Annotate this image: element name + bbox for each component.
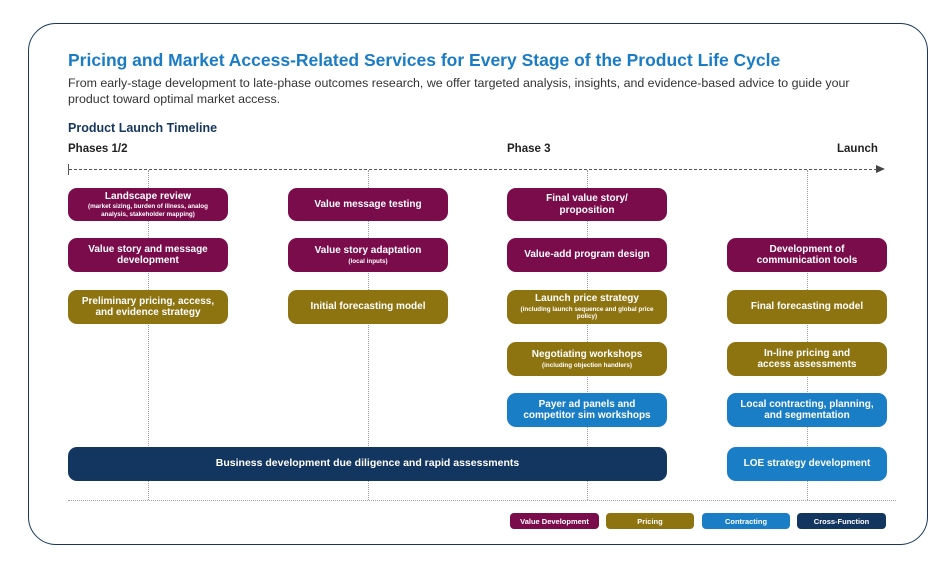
box-sublabel: (market sizing, burden of illness, analo…	[87, 203, 208, 218]
box-sublabel: (including objection handlers)	[542, 361, 632, 369]
diagram-frame	[28, 23, 928, 545]
box-label: Business development due diligence and r…	[215, 457, 520, 470]
negotiating-workshops-box: Negotiating workshops (including objecti…	[507, 342, 667, 376]
box-label: Landscape review	[104, 190, 192, 202]
box-label: Final value story/ proposition	[546, 193, 628, 216]
box-label: Value-add program design	[524, 249, 650, 261]
timeline-arrow-head-icon	[876, 165, 885, 173]
grid-line	[587, 170, 588, 500]
local-contracting-box: Local contracting, planning, and segment…	[727, 393, 887, 427]
legend-pricing: Pricing	[606, 513, 694, 529]
box-label: Value message testing	[314, 198, 422, 210]
value-story-message-dev-box: Value story and message development	[68, 238, 228, 272]
box-label: Payer ad panels and competitor sim works…	[523, 398, 651, 422]
box-label: Development of communication tools	[756, 243, 858, 267]
grid-line	[807, 170, 808, 500]
page-subtitle: From early-stage development to late-pha…	[68, 76, 850, 106]
value-story-adaptation-box: Value story adaptation (local inputs)	[288, 238, 448, 272]
box-label: In-line pricing and access assessments	[757, 347, 857, 371]
grid-line	[368, 170, 369, 500]
final-value-story-box: Final value story/ proposition	[507, 188, 667, 221]
box-label: Preliminary pricing, access, and evidenc…	[81, 295, 215, 319]
box-label: LOE strategy development	[743, 458, 871, 470]
box-label: Initial forecasting model	[310, 301, 426, 313]
timeline-title: Product Launch Timeline	[68, 121, 218, 135]
initial-forecasting-box: Initial forecasting model	[288, 290, 448, 324]
bottom-divider	[68, 500, 896, 501]
preliminary-pricing-box: Preliminary pricing, access, and evidenc…	[68, 290, 228, 324]
grid-line	[148, 170, 149, 500]
box-sublabel: (including launch sequence and global pr…	[520, 305, 654, 321]
value-message-testing-box: Value message testing	[288, 188, 448, 221]
timeline-arrow-line	[69, 169, 877, 170]
box-label: Value story adaptation	[314, 245, 422, 256]
legend-contracting: Contracting	[702, 513, 790, 529]
business-development-box: Business development due diligence and r…	[68, 447, 667, 481]
box-label: Launch price strategy	[535, 293, 639, 305]
value-add-program-box: Value-add program design	[507, 238, 667, 272]
dev-communication-tools-box: Development of communication tools	[727, 238, 887, 272]
final-forecasting-box: Final forecasting model	[727, 290, 887, 324]
inline-pricing-box: In-line pricing and access assessments	[727, 342, 887, 376]
box-sublabel: (local inputs)	[348, 257, 388, 265]
box-label: Value story and message development	[88, 243, 208, 267]
launch-label: Launch	[837, 143, 878, 155]
box-label: Final forecasting model	[750, 301, 864, 313]
loe-strategy-box: LOE strategy development	[727, 447, 887, 481]
timeline-start-tick	[68, 164, 69, 175]
payer-ad-panels-box: Payer ad panels and competitor sim works…	[507, 393, 667, 427]
box-label: Local contracting, planning, and segment…	[740, 398, 874, 422]
phase-1-2-label: Phases 1/2	[68, 143, 128, 155]
box-label: Negotiating workshops	[531, 349, 643, 360]
legend-cross-function: Cross-Function	[797, 513, 886, 529]
legend-value-development: Value Development	[510, 513, 599, 529]
phase-3-label: Phase 3	[507, 143, 551, 155]
launch-price-strategy-box: Launch price strategy (including launch …	[507, 290, 667, 324]
landscape-review-box: Landscape review (market sizing, burden …	[68, 188, 228, 221]
page-title: Pricing and Market Access-Related Servic…	[68, 50, 781, 70]
